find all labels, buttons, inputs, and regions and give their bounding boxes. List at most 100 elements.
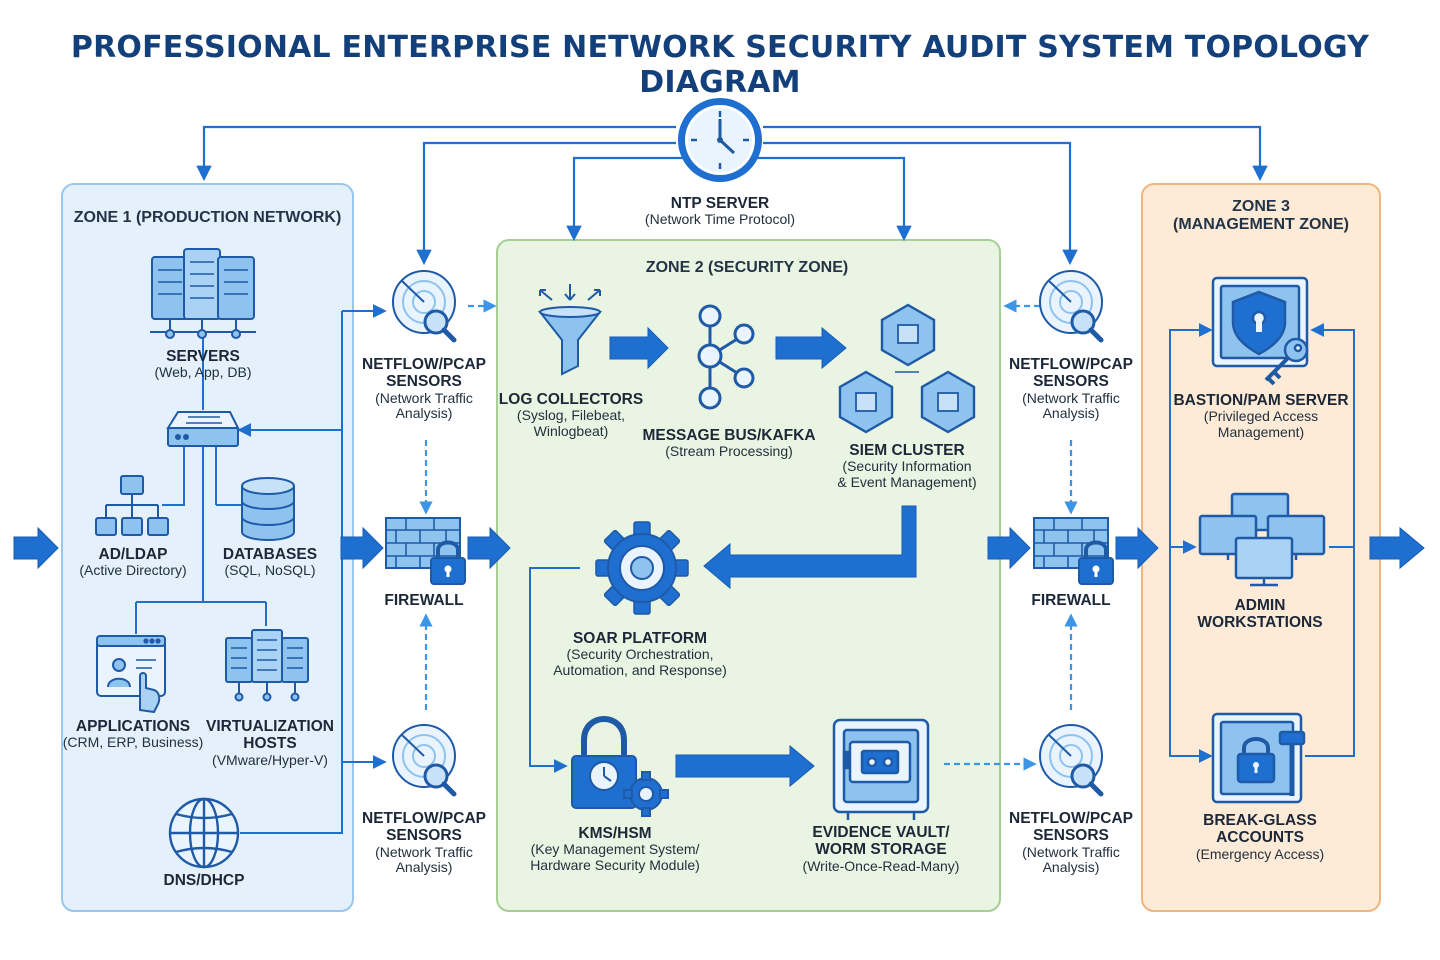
page-title: PROFESSIONAL ENTERPRISE NETWORK SECURITY… <box>70 30 1370 100</box>
kms-sub1: (Key Management System/ <box>530 841 700 858</box>
firewall-name: FIREWALL <box>384 592 464 609</box>
ntp-name: NTP SERVER <box>670 195 770 212</box>
network-switch-icon <box>166 411 240 447</box>
zone3-title: ZONE 3 (MANAGEMENT ZONE) <box>1142 198 1380 235</box>
sensor-name2: SENSORS <box>1033 827 1109 845</box>
firewall-left-label: FIREWALL <box>364 592 484 609</box>
sensor-sub2: Analysis) <box>1042 405 1100 422</box>
message-bus-name: MESSAGE BUS/KAFKA <box>642 427 816 444</box>
sensor-sub1: (Network Traffic <box>375 843 473 860</box>
sensor-name2: SENSORS <box>1033 373 1109 391</box>
break-glass-label: BREAK-GLASS ACCOUNTS (Emergency Access) <box>1170 812 1350 862</box>
servers-sub: (Web, App, DB) <box>154 364 252 381</box>
sensor-name2: SENSORS <box>386 373 462 391</box>
sensor-top-left-icon <box>392 270 457 343</box>
zone3-title-line2: (MANAGEMENT ZONE) <box>1173 216 1349 234</box>
zone1-title: ZONE 1 (PRODUCTION NETWORK) <box>73 209 342 226</box>
database-icon <box>241 477 295 541</box>
sensor-top-left-label: NETFLOW/PCAP SENSORS (Network Traffic An… <box>344 356 504 422</box>
siem-name: SIEM CLUSTER <box>849 442 965 459</box>
dnsdhcp-label: DNS/DHCP <box>134 872 274 889</box>
applications-sub: (CRM, ERP, Business) <box>62 734 204 751</box>
zone3-title-line1: ZONE 3 <box>1232 198 1290 215</box>
databases-label: DATABASES (SQL, NoSQL) <box>206 546 334 579</box>
sensor-bottom-right-label: NETFLOW/PCAP SENSORS (Network Traffic An… <box>991 810 1151 876</box>
firewall-name: FIREWALL <box>1031 592 1111 609</box>
applications-label: APPLICATIONS (CRM, ERP, Business) <box>62 718 204 751</box>
clock-icon <box>678 98 762 182</box>
sensor-top-right-label: NETFLOW/PCAP SENSORS (Network Traffic An… <box>991 356 1151 422</box>
breakglass-sub: (Emergency Access) <box>1195 845 1325 862</box>
monitors-icon <box>1198 492 1326 587</box>
dnsdhcp-name: DNS/DHCP <box>163 872 245 889</box>
zone3-links <box>1169 323 1355 763</box>
sensor-sub1: (Network Traffic <box>1022 389 1120 406</box>
soar-sub2: Automation, and Response) <box>553 662 727 679</box>
sensor-name1: NETFLOW/PCAP <box>362 810 486 827</box>
firewall-left-icon <box>385 517 466 585</box>
funnel-icon <box>537 284 603 376</box>
ntp-distribution-lines <box>196 125 1268 266</box>
hexagon-cluster-icon <box>838 303 976 434</box>
sensor-name1: NETFLOW/PCAP <box>1009 810 1133 827</box>
log-collectors-label: LOG COLLECTORS (Syslog, Filebeat, Winlog… <box>496 391 646 440</box>
admin-workstations-label: ADMIN WORKSTATIONS <box>1170 597 1350 632</box>
kms-name: KMS/HSM <box>578 825 652 842</box>
sensor-bottom-right-icon <box>1039 724 1104 797</box>
zone1-links <box>135 304 387 834</box>
ntp-server-label: NTP SERVER (Network Time Protocol) <box>600 195 840 228</box>
adldap-label: AD/LDAP (Active Directory) <box>62 546 204 579</box>
siem-sub1: (Security Information <box>842 458 972 475</box>
kms-sub2: Hardware Security Module) <box>530 857 700 874</box>
safe-vault-icon <box>832 718 930 820</box>
sensor-sub2: Analysis) <box>395 405 453 422</box>
bastion-sub2: Management) <box>1217 424 1305 441</box>
virtualization-sub: (VMware/Hyper-V) <box>212 751 328 768</box>
soar-sub1: (Security Orchestration, <box>566 646 714 663</box>
breakglass-name1: BREAK-GLASS <box>1203 812 1317 829</box>
databases-sub: (SQL, NoSQL) <box>224 562 316 579</box>
log-collectors-sub2: Winlogbeat) <box>533 423 609 440</box>
shield-key-icon <box>1211 276 1309 386</box>
vault-name1: EVIDENCE VAULT/ <box>812 824 950 841</box>
siem-label: SIEM CLUSTER (Security Information & Eve… <box>816 442 998 491</box>
bastion-label: BASTION/PAM SERVER (Privileged Access Ma… <box>1152 392 1370 441</box>
virtualization-label: VIRTUALIZATION HOSTS (VMware/Hyper-V) <box>204 718 336 768</box>
zone2-title: ZONE 2 (SECURITY ZONE) <box>645 259 849 276</box>
virtualization-name1: VIRTUALIZATION <box>205 718 334 735</box>
directory-tree-icon <box>95 475 169 536</box>
sensor-bottom-left-label: NETFLOW/PCAP SENSORS (Network Traffic An… <box>344 810 504 876</box>
siem-sub2: & Event Management) <box>837 474 977 491</box>
bastion-sub1: (Privileged Access <box>1203 408 1319 425</box>
servers-name: SERVERS <box>166 348 240 365</box>
firewall-right-label: FIREWALL <box>1011 592 1131 609</box>
sensor-sub2: Analysis) <box>395 859 453 876</box>
zone2-links <box>529 567 580 773</box>
ntp-sub: (Network Time Protocol) <box>644 211 796 228</box>
sensor-name1: NETFLOW/PCAP <box>362 356 486 373</box>
globe-icon <box>168 797 240 869</box>
gear-icon <box>595 521 689 615</box>
message-bus-label: MESSAGE BUS/KAFKA (Stream Processing) <box>634 427 824 460</box>
applications-name: APPLICATIONS <box>75 718 191 735</box>
log-collectors-name: LOG COLLECTORS <box>498 391 644 408</box>
adldap-name: AD/LDAP <box>98 546 168 563</box>
virtualization-name2: HOSTS <box>243 735 297 753</box>
sensor-name2: SENSORS <box>386 827 462 845</box>
soar-label: SOAR PLATFORM (Security Orchestration, A… <box>530 630 750 679</box>
sensor-bottom-left-icon <box>392 724 457 797</box>
log-collectors-sub1: (Syslog, Filebeat, <box>516 407 626 424</box>
admin-name2: WORKSTATIONS <box>1197 614 1323 632</box>
virtual-hosts-icon <box>225 629 309 702</box>
message-bus-sub: (Stream Processing) <box>665 443 793 460</box>
application-window-icon <box>96 635 166 714</box>
vault-name2: WORM STORAGE <box>815 841 947 859</box>
soar-name: SOAR PLATFORM <box>572 630 708 647</box>
sensor-name1: NETFLOW/PCAP <box>1009 356 1133 373</box>
main-flow-arrows <box>13 326 1425 788</box>
sensor-top-right-icon <box>1039 270 1104 343</box>
server-rack-icon <box>150 248 256 339</box>
sensor-sub2: Analysis) <box>1042 859 1100 876</box>
